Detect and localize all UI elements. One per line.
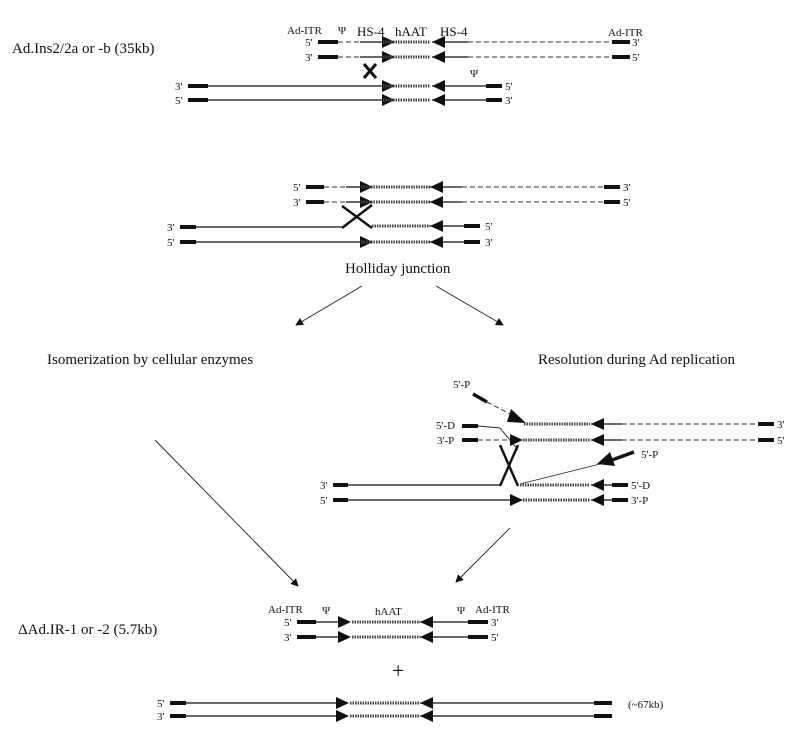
end-label: 3' — [175, 81, 183, 93]
end-label: 3' — [632, 37, 640, 49]
product-strand-2: 3' 5' — [284, 631, 499, 644]
holliday-crossing — [341, 204, 373, 229]
viral-strand-bottom: 3' 5' — [305, 51, 640, 64]
end-label: 3' — [157, 711, 165, 723]
end-label: 3' — [777, 419, 785, 431]
psi-label-mid: Ψ — [470, 68, 479, 80]
holliday-label: Holliday junction — [345, 261, 451, 277]
end-label: 3' — [623, 182, 631, 194]
ad-itr-label-left-2: Ad-ITR — [268, 604, 303, 616]
hj-strand-1: 5' 3' — [293, 181, 631, 194]
end-label-3P: 3'-P — [437, 435, 454, 447]
arrow-to-resolution — [435, 285, 504, 326]
psi-label-right-2: Ψ — [457, 605, 466, 617]
isomerization-label: Isomerization by cellular enzymes — [47, 352, 253, 368]
crossover-mark — [362, 63, 378, 79]
resolution-label: Resolution during Ad replication — [538, 352, 736, 368]
psi-label-top: Ψ — [338, 25, 347, 37]
end-label: 5' — [167, 237, 175, 249]
large-product-strand-2: 3' — [157, 710, 612, 723]
end-label: 5' — [284, 617, 292, 629]
genome-strand-bottom: 5' 3' — [175, 94, 513, 107]
end-label: 5' — [305, 37, 313, 49]
end-label: 3' — [491, 617, 499, 629]
end-label: 3' — [485, 237, 493, 249]
delta-ad-label: ΔAd.IR-1 or -2 (5.7kb) — [18, 622, 157, 638]
genome-strand-top: 3' 5' — [175, 80, 513, 93]
end-label: 3' — [320, 480, 328, 492]
end-label: 3' — [305, 52, 313, 64]
size-67kb-label: (~67kb) — [628, 699, 664, 711]
arrow-resolution-product — [455, 527, 511, 583]
end-label: 5' — [293, 182, 301, 194]
end-label-5P-right: 5'-P — [641, 449, 658, 461]
ad-itr-label-right: Ad-ITR — [608, 27, 643, 39]
end-label-5D: 5'-D — [436, 420, 455, 432]
psi-label-left-2: Ψ — [322, 605, 331, 617]
end-label: 5' — [777, 435, 785, 447]
hj-strand-4: 5' 3' — [167, 236, 493, 249]
ad-itr-label-left: Ad-ITR — [287, 25, 322, 37]
end-label: 5' — [485, 221, 493, 233]
res-strand-3: 3' 5'-D — [320, 479, 650, 492]
end-label: 3' — [167, 222, 175, 234]
plus-sign: + — [392, 658, 404, 683]
hj-strand-2: 3' 5' — [293, 196, 631, 209]
viral-strand-top: 5' 3' — [305, 36, 640, 49]
res-strand-1: 3' — [524, 418, 785, 431]
res-strand-4: 5' 3'-P — [320, 494, 648, 507]
hs4-label-right: HS-4 — [440, 24, 468, 39]
res-strand-2: 5'-D 3'-P 5' — [436, 420, 785, 451]
product-strand-1: 5' 3' — [284, 616, 499, 629]
end-label-5D: 5'-D — [631, 480, 650, 492]
end-label: 3' — [505, 95, 513, 107]
resolution-crossing — [498, 444, 520, 487]
end-label: 5' — [157, 698, 165, 710]
end-label: 3' — [284, 632, 292, 644]
construct-title: Ad.Ins2/2a or -b (35kb) — [12, 41, 154, 57]
hj-strand-3: 3' 5' — [167, 220, 493, 234]
hs4-label-left: HS-4 — [357, 24, 385, 39]
arrow-isomerization-product — [154, 439, 299, 587]
end-label-3P: 3'-P — [631, 495, 648, 507]
end-label: 5' — [505, 81, 513, 93]
arrow-to-isomerization — [295, 285, 363, 326]
end-label: 5' — [632, 52, 640, 64]
haat-label-top: hAAT — [395, 24, 427, 39]
end-label: 5' — [491, 632, 499, 644]
end-label: 5' — [320, 495, 328, 507]
haat-label-2: hAAT — [375, 606, 402, 618]
end-label: 5' — [623, 197, 631, 209]
end-label-5P-top: 5'-P — [453, 379, 470, 391]
ad-itr-label-right-2: Ad-ITR — [475, 604, 510, 616]
large-product-strand-1: 5' — [157, 697, 612, 710]
end-label: 5' — [175, 95, 183, 107]
end-label: 3' — [293, 197, 301, 209]
